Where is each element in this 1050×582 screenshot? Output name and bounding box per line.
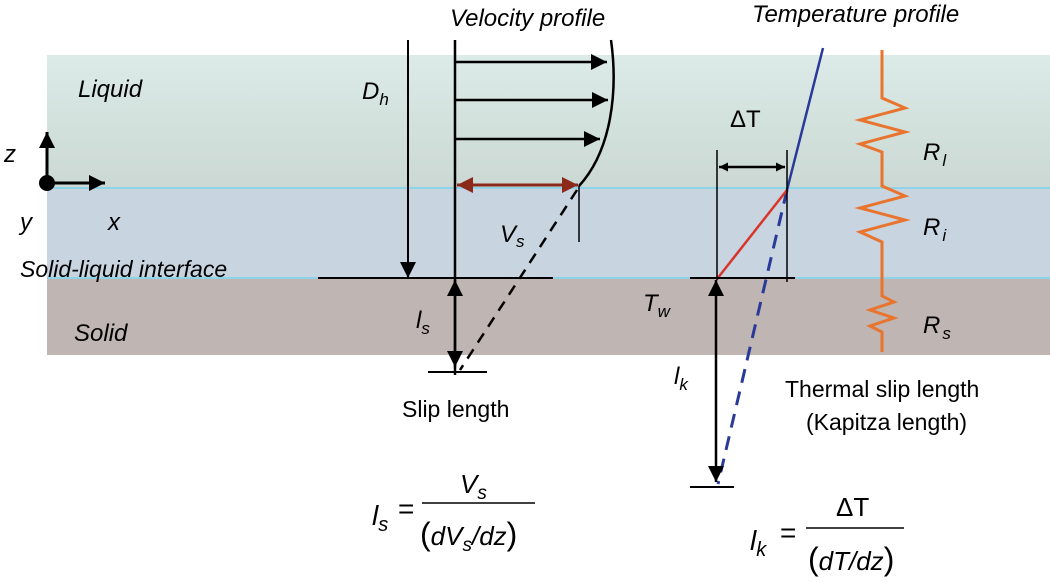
velocity-profile-curve	[578, 39, 615, 187]
kapitza-eq-numerator: ΔT	[836, 492, 869, 522]
slip-length-symbol: ls	[416, 307, 430, 338]
hydraulic-diameter-label: Dh	[362, 78, 389, 109]
wall-temperature-label: Tw	[643, 290, 672, 321]
temperature-extrapolation-line	[716, 189, 789, 485]
velocity-profile: Vs Dh ls Slip length	[318, 39, 615, 422]
resistor-zigzag	[854, 50, 911, 352]
slip-extrapolation-line	[458, 189, 579, 371]
slip-length-caption: Slip length	[402, 396, 509, 422]
x-axis-label: x	[107, 209, 121, 236]
temperature-jump-line	[716, 189, 788, 280]
y-axis-label: y	[18, 209, 34, 236]
slip-eq-equals: =	[398, 493, 414, 524]
kapitza-eq-denominator: (dT/dz)	[808, 541, 894, 577]
liquid-region	[47, 55, 1050, 188]
z-axis-label: z	[3, 141, 16, 168]
kapitza-eq-lhs: lk	[750, 525, 767, 561]
temperature-profile: ΔT Tw lk Thermal slip length (Kapitza le…	[643, 47, 979, 488]
kapitza-eq-equals: =	[780, 517, 796, 548]
temperature-line	[785, 47, 825, 191]
slip-length-equation: ls = Vs (dVs/dz)	[372, 469, 535, 556]
slip-eq-lhs: ls	[372, 500, 388, 536]
interface-label: Solid-liquid interface	[20, 256, 227, 282]
slip-eq-denominator: (dVs/dz)	[420, 516, 517, 556]
slip-velocity-label: Vs	[500, 221, 525, 251]
thermal-slip-caption: Thermal slip length	[785, 376, 979, 402]
slip-eq-numerator: Vs	[460, 469, 487, 504]
kapitza-length-equation: lk = ΔT (dT/dz)	[750, 492, 904, 577]
temperature-profile-title: Temperature profile	[752, 1, 959, 28]
coordinate-axes: z x y	[3, 132, 121, 236]
solid-region	[47, 278, 1050, 355]
delta-t-label: ΔT	[730, 106, 761, 133]
liquid-label: Liquid	[78, 76, 143, 103]
kapitza-length-symbol: lk	[674, 363, 689, 394]
velocity-profile-title: Velocity profile	[450, 5, 605, 32]
kapitza-caption: (Kapitza length)	[806, 409, 967, 435]
solid-label: Solid	[74, 320, 128, 347]
